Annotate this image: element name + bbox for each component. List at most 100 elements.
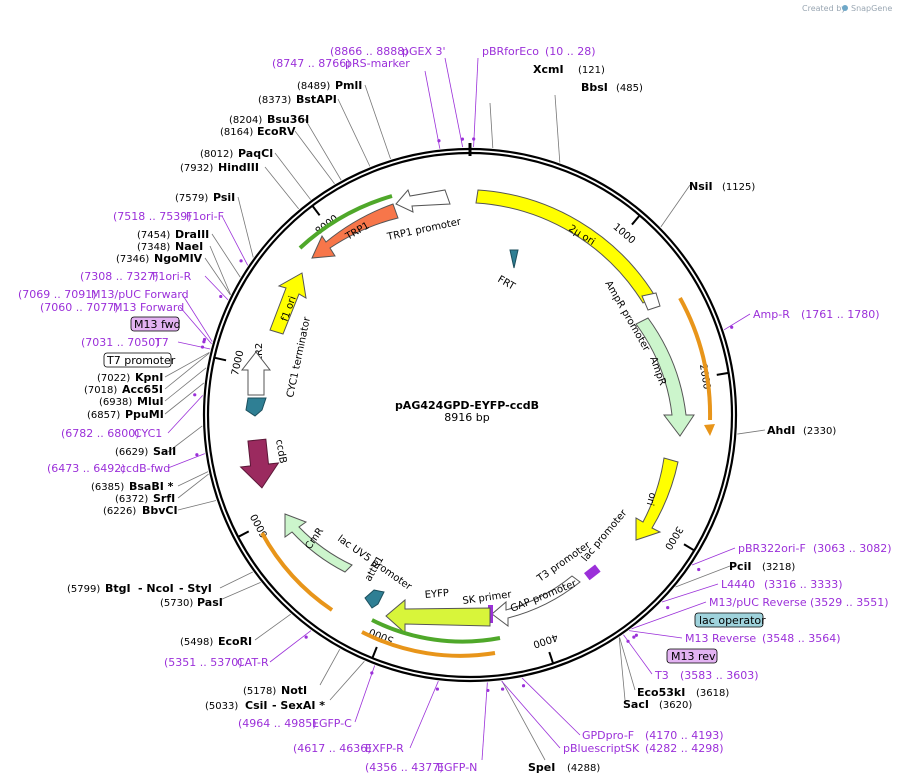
primer-site-mark	[370, 671, 374, 675]
feature-eyfp[interactable]	[385, 598, 491, 635]
primer-range-cat-r: (5351 .. 5370)	[164, 656, 243, 669]
enzyme-name-nsii[interactable]: NsiI	[689, 180, 713, 193]
primer-name-l4440[interactable]: L4440	[721, 578, 755, 591]
primer-name-m13-forward[interactable]: M13 Forward	[113, 301, 184, 314]
feature-ccdb[interactable]	[238, 438, 281, 490]
enzyme-name-noti[interactable]: NotI	[281, 684, 307, 697]
primer-name-t3[interactable]: T3	[654, 669, 669, 682]
primer-range-ccdb-fwd: (6473 .. 6492)	[47, 462, 126, 475]
enzyme-name-kpni[interactable]: KpnI	[135, 371, 163, 384]
enzyme-name-xcmi[interactable]: XcmI	[533, 63, 564, 76]
m13-rev-box[interactable]	[666, 648, 718, 664]
kb-tick-mark	[683, 543, 695, 552]
feature-t3-promoter-label: T3 promoter	[535, 539, 594, 585]
primer-range-egfp-c: (4964 .. 4985)	[238, 717, 317, 730]
feature-trp1-promoter[interactable]	[395, 189, 451, 213]
primer-name-f1ori-f[interactable]: F1ori-F	[186, 210, 224, 223]
enzyme-name-bbvci[interactable]: BbvCI	[142, 504, 178, 517]
feature-ampr-promoter[interactable]	[641, 292, 661, 311]
primer-name-ccdb-fwd[interactable]: ccdB-fwd	[120, 462, 170, 475]
site-leader-line	[204, 257, 231, 296]
enzyme-name-mlui[interactable]: MluI	[137, 395, 164, 408]
primer-name-amp-r[interactable]: Amp-R	[753, 308, 790, 321]
lac-operator-box[interactable]	[694, 612, 764, 628]
enzyme-name-btgi[interactable]: BtgI	[105, 582, 131, 595]
enzyme-name-csii[interactable]: CsiI	[245, 699, 267, 712]
enzyme-name-sali[interactable]: SalI	[153, 445, 176, 458]
enzyme-name-styi[interactable]: - StyI	[179, 582, 212, 595]
primer-name-egfp-n[interactable]: EGFP-N	[437, 761, 477, 774]
site-leader-line	[619, 637, 636, 691]
site-leader-line	[177, 500, 217, 511]
enzyme-name-spei[interactable]: SpeI	[528, 761, 555, 774]
enzyme-name-draiii[interactable]: DraIII	[175, 228, 209, 241]
enzyme-name-ecori[interactable]: EcoRI	[218, 635, 252, 648]
primer-name-pgex3[interactable]: pGEX 3'	[402, 45, 446, 58]
primer-site-mark	[472, 137, 476, 141]
primer-name-pbr322ori-f[interactable]: pBR322ori-F	[738, 542, 806, 555]
feature-f1-ori[interactable]	[269, 272, 307, 335]
enzyme-pos-acc65i: (7018)	[84, 385, 117, 396]
primer-name-cat-r[interactable]: CAT-R	[237, 656, 269, 669]
enzyme-name-naei[interactable]: NaeI	[175, 240, 203, 253]
enzyme-name-pcii[interactable]: PciI	[729, 560, 751, 573]
enzyme-name-sexai[interactable]: - SexAI *	[272, 699, 325, 712]
m13-fwd-box[interactable]	[130, 316, 180, 332]
enzyme-name-bsabi[interactable]: BsaBI *	[129, 480, 174, 493]
enzyme-name-psii[interactable]: PsiI	[213, 191, 235, 204]
enzyme-name-acc65i[interactable]: Acc65I	[122, 383, 163, 396]
site-leader-line	[167, 453, 205, 469]
primer-site-mark	[239, 259, 243, 263]
enzyme-pos-bbvci: (6226)	[103, 506, 136, 517]
primer-name-pbluescriptsk[interactable]: pBluescriptSK	[563, 742, 640, 755]
enzyme-name-bsu36i[interactable]: Bsu36I	[267, 113, 309, 126]
enzyme-name-ncoi[interactable]: - NcoI	[138, 582, 174, 595]
enzyme-name-ahdi[interactable]: AhdI	[767, 424, 795, 437]
feature-attr1[interactable]	[364, 589, 385, 609]
enzyme-name-bstapi[interactable]: BstAPI	[296, 93, 337, 106]
enzyme-name-ecorv[interactable]: EcoRV	[257, 125, 296, 138]
enzyme-name-ppumi[interactable]: PpuMI	[125, 408, 164, 421]
primer-name-m13puc-reverse[interactable]: M13/pUC Reverse	[709, 596, 807, 609]
primer-name-pbrforeco[interactable]: pBRforEco	[482, 45, 539, 58]
enzyme-name-srfi[interactable]: SrfI	[153, 492, 175, 505]
enzyme-name-paqci[interactable]: PaqCI	[238, 147, 273, 160]
site-leader-line	[204, 275, 229, 301]
primer-name-prs-marker[interactable]: pRS-marker	[345, 57, 410, 70]
primer-name-gpdpro-f[interactable]: GPDpro-F	[582, 729, 634, 742]
enzyme-name-ngomiv[interactable]: NgoMIV	[154, 252, 203, 265]
enzyme-name-saci[interactable]: SacI	[623, 698, 649, 711]
feature-cyc1-terminator[interactable]	[240, 351, 272, 396]
kb-tick-mark	[237, 530, 250, 538]
feature-frt[interactable]	[509, 249, 519, 269]
kb-tick-mark	[311, 205, 321, 216]
primer-name-m13puc-forward[interactable]: M13/pUC Forward	[91, 288, 189, 301]
feature-ampr[interactable]	[635, 317, 695, 437]
kb-tick-mark	[214, 356, 227, 362]
primer-name-t7[interactable]: T7	[154, 336, 169, 349]
enzyme-name-eco53ki[interactable]: Eco53kI	[637, 686, 685, 699]
enzyme-name-hindiii[interactable]: HindIII	[218, 161, 259, 174]
feature-lac-operator-mark[interactable]	[584, 564, 601, 581]
site-leader-line	[723, 313, 751, 331]
primer-name-exfp-r[interactable]: EXFP-R	[365, 742, 404, 755]
feature-attr2[interactable]	[245, 397, 267, 417]
primer-name-cyc1[interactable]: CYC1	[134, 427, 162, 440]
feature-ori[interactable]	[635, 457, 679, 541]
primer-name-m13-reverse[interactable]: M13 Reverse	[685, 632, 756, 645]
enzyme-name-pasi[interactable]: PasI	[197, 596, 223, 609]
enzyme-name-pmli[interactable]: PmlI	[335, 79, 362, 92]
primer-name-egfp-c[interactable]: EGFP-C	[312, 717, 352, 730]
primer-range-m13-forward: (7060 .. 7077)	[40, 301, 119, 314]
site-leader-line	[337, 98, 371, 167]
primer-range-exfp-r: (4617 .. 4636)	[293, 742, 372, 755]
lac-operator-label: lac operator	[699, 614, 766, 627]
enzyme-pos-bsu36i: (8204)	[229, 115, 262, 126]
feature-cmr[interactable]	[284, 513, 353, 573]
site-leader-line	[691, 547, 736, 566]
t7-promoter-box[interactable]	[103, 352, 172, 368]
enzyme-name-bbsi[interactable]: BbsI	[581, 81, 608, 94]
feature-trp1[interactable]	[311, 203, 399, 259]
primer-name-f1ori-r[interactable]: F1ori-R	[152, 270, 192, 283]
